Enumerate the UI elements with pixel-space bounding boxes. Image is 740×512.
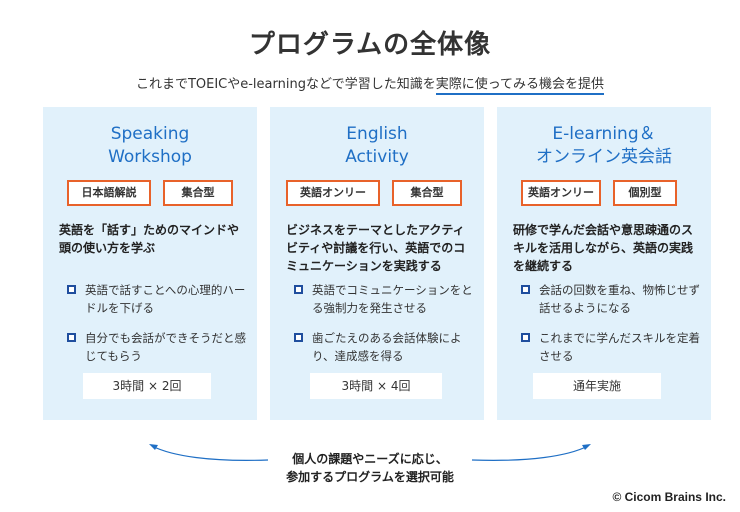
bullet-item: これまでに学んだスキルを定着させる bbox=[521, 329, 701, 365]
left-curved-arrow-icon bbox=[151, 445, 269, 461]
card-title-line1: E-learning＆ bbox=[552, 124, 656, 144]
bullet-item: 会話の回数を重ね、物怖じせず話せるようになる bbox=[521, 281, 701, 317]
card-lead: ビジネスをテーマとしたアクティビティや討議を行い、英語でのコミュニケーションを実… bbox=[286, 223, 466, 273]
bullet-item: 英語で話すことへの心理的ハードルを下げる bbox=[67, 281, 247, 317]
square-bullet-icon bbox=[67, 285, 76, 294]
card-title-line2: オンライン英会話 bbox=[536, 147, 672, 167]
right-curved-arrow-icon bbox=[471, 445, 589, 461]
tag-language: 英語オンリー bbox=[521, 180, 601, 206]
card-title-line2: Workshop bbox=[108, 147, 192, 167]
tag-format: 個別型 bbox=[613, 180, 677, 206]
schedule-pill: 3時間 × 2回 bbox=[83, 373, 211, 399]
bullet-item: 英語でコミュニケーションをとる強制力を発生させる bbox=[294, 281, 474, 317]
square-bullet-icon bbox=[521, 285, 530, 294]
program-card-speaking-workshop: Speaking Workshop 日本語解説 集合型 英語を「話す」ためのマイ… bbox=[43, 107, 257, 420]
tag-language: 英語オンリー bbox=[286, 180, 380, 206]
card-title-line1: English bbox=[346, 124, 408, 144]
program-card-elearning-online: E-learning＆ オンライン英会話 英語オンリー 個別型 研修で学んだ会話… bbox=[497, 107, 711, 420]
card-title: Speaking Workshop bbox=[43, 123, 257, 169]
program-card-english-activity: English Activity 英語オンリー 集合型 ビジネスをテーマとしたア… bbox=[270, 107, 484, 420]
card-title: E-learning＆ オンライン英会話 bbox=[497, 123, 711, 169]
bullet-text: これまでに学んだスキルを定着させる bbox=[539, 331, 700, 363]
bullet-item: 歯ごたえのある会話体験により、達成感を得る bbox=[294, 329, 474, 365]
bullet-text: 歯ごたえのある会話体験により、達成感を得る bbox=[312, 331, 462, 363]
copyright: © Cicom Brains Inc. bbox=[612, 490, 726, 504]
square-bullet-icon bbox=[294, 333, 303, 342]
square-bullet-icon bbox=[521, 333, 530, 342]
footer-line2: 参加するプログラムを選択可能 bbox=[286, 470, 454, 484]
subtitle-highlight: 実際に使ってみる機会を提供 bbox=[435, 77, 605, 95]
left-arrowhead-icon bbox=[149, 444, 158, 450]
subtitle-text: これまでTOEICやe-learningなどで学習した知識を bbox=[135, 77, 436, 92]
tag-language: 日本語解説 bbox=[67, 180, 151, 206]
square-bullet-icon bbox=[294, 285, 303, 294]
bullet-item: 自分でも会話ができそうだと感じてもらう bbox=[67, 329, 247, 365]
card-title-line2: Activity bbox=[345, 147, 409, 167]
square-bullet-icon bbox=[67, 333, 76, 342]
footer-line1: 個人の課題やニーズに応じ、 bbox=[292, 452, 448, 466]
card-lead: 研修で学んだ会話や意思疎通のスキルを活用しながら、英語の実践を継続する bbox=[513, 223, 694, 273]
card-title: English Activity bbox=[270, 123, 484, 169]
footer-note: 個人の課題やニーズに応じ、 参加するプログラムを選択可能 bbox=[270, 450, 470, 486]
tag-format: 集合型 bbox=[392, 180, 462, 206]
bullet-text: 自分でも会話ができそうだと感じてもらう bbox=[85, 331, 246, 363]
page-title: プログラムの全体像 bbox=[248, 30, 492, 60]
bullet-text: 会話の回数を重ね、物怖じせず話せるようになる bbox=[539, 283, 700, 315]
bullet-text: 英語でコミュニケーションをとる強制力を発生させる bbox=[312, 283, 473, 315]
card-lead: 英語を「話す」ためのマインドや頭の使い方を学ぶ bbox=[59, 223, 240, 255]
schedule-pill: 通年実施 bbox=[533, 373, 661, 399]
tag-format: 集合型 bbox=[163, 180, 233, 206]
schedule-pill: 3時間 × 4回 bbox=[310, 373, 442, 399]
right-arrowhead-icon bbox=[582, 444, 591, 450]
page-subtitle: これまでTOEICやe-learningなどで学習した知識を実際に使ってみる機会… bbox=[0, 73, 740, 95]
card-title-line1: Speaking bbox=[110, 124, 190, 144]
bullet-text: 英語で話すことへの心理的ハードルを下げる bbox=[85, 283, 246, 315]
